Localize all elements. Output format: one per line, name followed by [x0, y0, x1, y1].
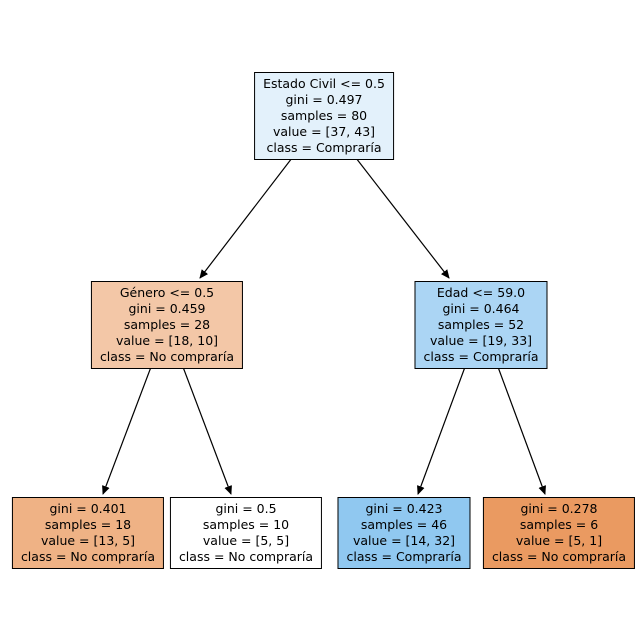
node-class: class = Compraría	[346, 549, 462, 564]
node-class: class = No compraría	[178, 549, 314, 564]
node-gini: gini = 0.423	[365, 501, 443, 516]
node-class: class = No compraría	[99, 349, 235, 364]
tree-node-edad: Edad <= 59.0 gini = 0.464 samples = 52 v…	[414, 281, 548, 369]
node-gini: gini = 0.278	[520, 501, 598, 516]
node-value: value = [13, 5]	[40, 533, 136, 548]
node-samples: samples = 52	[437, 317, 525, 332]
node-samples: samples = 28	[123, 317, 211, 332]
node-condition: Estado Civil <= 0.5	[263, 76, 385, 91]
edge-root-to-right	[355, 157, 450, 279]
tree-node-root: Estado Civil <= 0.5 gini = 0.497 samples…	[254, 72, 394, 160]
tree-node-genero: Género <= 0.5 gini = 0.459 samples = 28 …	[90, 281, 244, 369]
tree-leaf-1: gini = 0.401 samples = 18 value = [13, 5…	[11, 497, 165, 569]
node-condition: Género <= 0.5	[119, 285, 215, 300]
edge-root-to-left	[199, 157, 293, 279]
tree-leaf-3: gini = 0.423 samples = 46 value = [14, 3…	[337, 497, 471, 569]
node-samples: samples = 46	[360, 517, 448, 532]
node-class: class = Compraría	[266, 140, 382, 155]
edge-left-to-leaf2	[182, 366, 232, 495]
node-gini: gini = 0.5	[215, 501, 277, 516]
edge-left-to-leaf1	[102, 366, 152, 495]
node-samples: samples = 80	[280, 108, 368, 123]
node-class: class = No compraría	[491, 549, 627, 564]
node-class: class = No compraría	[20, 549, 156, 564]
node-value: value = [5, 5]	[202, 533, 290, 548]
node-samples: samples = 10	[202, 517, 290, 532]
node-value: value = [37, 43]	[272, 124, 376, 139]
tree-leaf-4: gini = 0.278 samples = 6 value = [5, 1] …	[482, 497, 636, 569]
node-value: value = [14, 32]	[352, 533, 456, 548]
tree-leaf-2: gini = 0.5 samples = 10 value = [5, 5] c…	[169, 497, 323, 569]
edge-right-to-leaf4	[497, 366, 546, 495]
node-condition: Edad <= 59.0	[436, 285, 526, 300]
node-gini: gini = 0.464	[442, 301, 520, 316]
node-value: value = [18, 10]	[115, 333, 219, 348]
node-gini: gini = 0.401	[49, 501, 127, 516]
node-gini: gini = 0.497	[285, 92, 363, 107]
node-gini: gini = 0.459	[128, 301, 206, 316]
edge-right-to-leaf3	[417, 366, 466, 495]
node-value: value = [5, 1]	[515, 533, 603, 548]
node-value: value = [19, 33]	[429, 333, 533, 348]
node-class: class = Compraría	[423, 349, 539, 364]
node-samples: samples = 6	[519, 517, 599, 532]
node-samples: samples = 18	[44, 517, 132, 532]
